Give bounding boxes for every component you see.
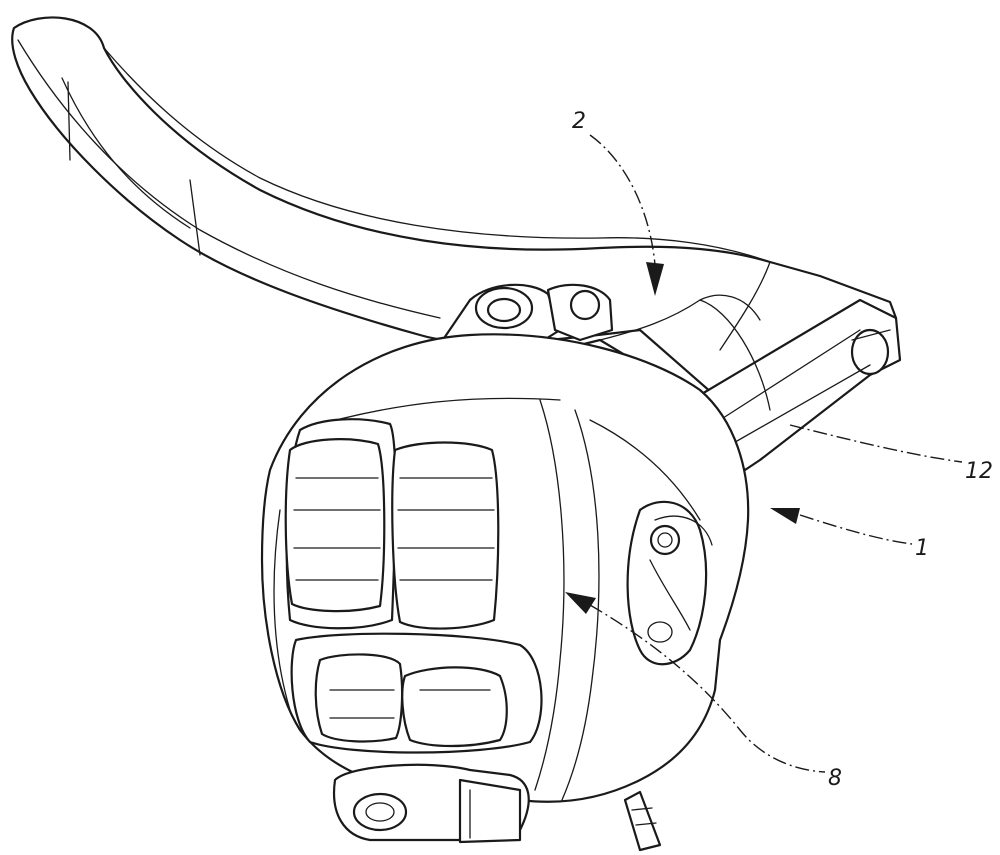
reference-callouts: 2 12 1 8: [565, 109, 993, 791]
ref-label-1: 1: [915, 536, 929, 561]
arrow-1: [770, 508, 800, 524]
arrow-2: [646, 262, 664, 296]
bottom-clamp: [332, 763, 662, 852]
lower-switch-row: [290, 632, 543, 754]
leader-8: [589, 604, 826, 773]
brake-lever: [11, 16, 898, 402]
leader-1: [799, 514, 913, 545]
leader-12: [789, 424, 963, 463]
ref-label-2: 2: [572, 109, 586, 134]
leader-2: [589, 134, 656, 266]
ref-label-12: 12: [965, 459, 993, 484]
upper-rocker-buttons: [284, 418, 500, 630]
arrow-8: [565, 592, 596, 614]
side-opening: [626, 500, 713, 666]
ref-label-8: 8: [828, 766, 842, 791]
